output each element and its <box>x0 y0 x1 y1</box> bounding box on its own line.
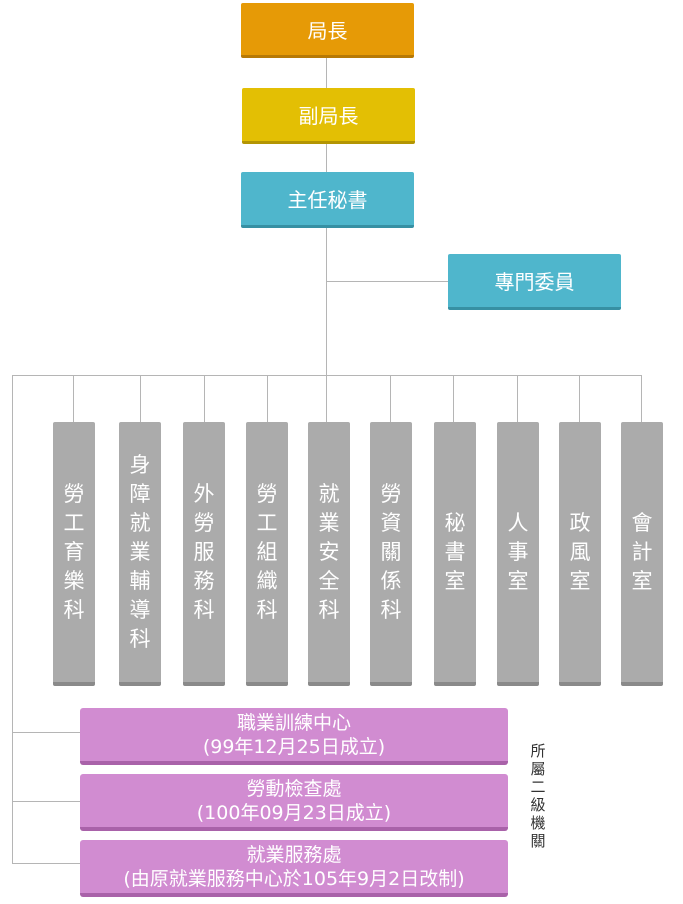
section-ethics: 政風室 <box>559 422 601 686</box>
section-employment-security: 就業安全科 <box>308 422 350 686</box>
section-secretariat: 秘書室 <box>434 422 476 686</box>
connector-section-drop <box>641 375 642 422</box>
connector-section-drop <box>517 375 518 422</box>
director-box: 局長 <box>241 3 414 58</box>
section-label: 秘書室 <box>444 510 466 593</box>
connector-agency <box>12 801 80 802</box>
deputy-director-label: 副局長 <box>298 104 359 128</box>
chief-secretary-label: 主任秘書 <box>287 188 368 212</box>
connector-section-drop <box>140 375 141 422</box>
connector-sections-horizontal <box>12 375 642 376</box>
connector-section-drop <box>204 375 205 422</box>
agency-employment-services: 就業服務處 (由原就業服務中心於105年9月2日改制) <box>80 840 508 897</box>
chief-secretary-box: 主任秘書 <box>241 172 414 228</box>
specialist-label: 專門委員 <box>494 270 575 294</box>
connector-left-vertical <box>12 375 13 863</box>
section-foreign-worker: 外勞服務科 <box>183 422 225 686</box>
section-label: 勞工組織科 <box>256 481 278 622</box>
section-personnel: 人事室 <box>497 422 539 686</box>
section-labor-organization: 勞工組織科 <box>246 422 288 686</box>
connector-section-drop <box>73 375 74 422</box>
section-labor-recreation: 勞工育樂科 <box>53 422 95 686</box>
agency-labor-inspection: 勞動檢查處 (100年09月23日成立) <box>80 774 508 831</box>
section-labor-relations: 勞資關係科 <box>370 422 412 686</box>
section-label: 就業安全科 <box>318 481 340 622</box>
agency-note: (由原就業服務中心於105年9月2日改制) <box>123 867 465 890</box>
connector-agency <box>12 732 80 733</box>
section-label: 勞資關係科 <box>380 481 402 622</box>
section-label: 政風室 <box>569 510 591 593</box>
connector-section-drop <box>326 375 327 422</box>
section-accounting: 會計室 <box>621 422 663 686</box>
section-label: 會計室 <box>631 510 653 593</box>
agency-name: 職業訓練中心 <box>236 711 351 734</box>
agency-name: 就業服務處 <box>246 843 342 866</box>
agency-note: (99年12月25日成立) <box>202 735 386 758</box>
connector-section-drop <box>579 375 580 422</box>
connector-specialist <box>326 281 448 282</box>
section-label: 勞工育樂科 <box>63 481 85 622</box>
deputy-director-box: 副局長 <box>242 88 415 144</box>
agencies-label: 所屬二級機關 <box>530 742 546 850</box>
agency-note: (100年09月23日成立) <box>196 801 392 824</box>
specialist-box: 專門委員 <box>448 254 621 310</box>
section-label: 身障就業輔導科 <box>129 452 151 651</box>
section-label: 外勞服務科 <box>193 481 215 622</box>
agency-name: 勞動檢查處 <box>246 777 342 800</box>
connector-section-drop <box>390 375 391 422</box>
section-label: 人事室 <box>507 510 529 593</box>
agency-vocational-training: 職業訓練中心 (99年12月25日成立) <box>80 708 508 765</box>
connector-agency <box>12 863 80 864</box>
connector-section-drop <box>267 375 268 422</box>
director-label: 局長 <box>307 18 348 43</box>
section-disabled-employment: 身障就業輔導科 <box>119 422 161 686</box>
connector-section-drop <box>453 375 454 422</box>
